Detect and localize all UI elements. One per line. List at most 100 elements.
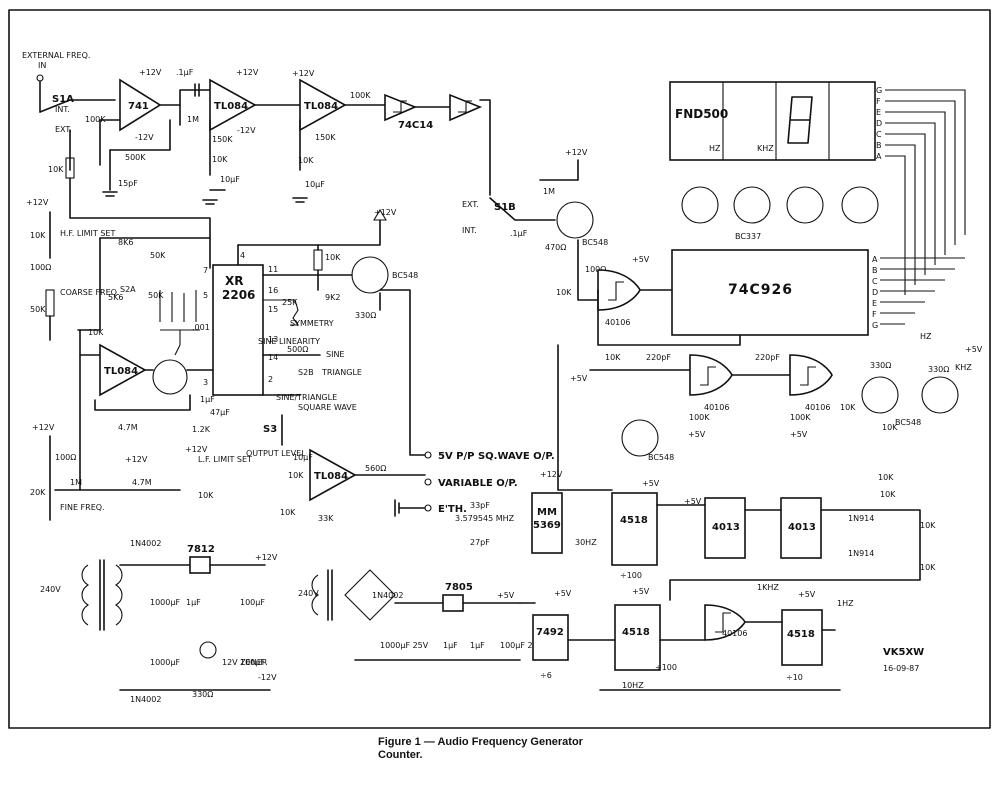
seg-e: E: [876, 108, 881, 117]
v5-74c926-label: +5V: [632, 255, 650, 264]
svg-text:220pF: 220pF: [755, 353, 780, 362]
eth-label: E'TH.: [438, 504, 467, 515]
svg-text:330Ω: 330Ω: [928, 365, 949, 374]
bc548-a-body: [351, 256, 389, 294]
svg-text:150K: 150K: [212, 135, 233, 144]
output-level-label: OUTPUT LEVEL: [246, 449, 306, 458]
c7492-chip: [532, 614, 569, 661]
svg-text:10K: 10K: [882, 423, 898, 432]
sq-out-label: 5V P/P SQ.WAVE O/P.: [438, 451, 555, 462]
fine-freq-label: FINE FREQ.: [60, 503, 105, 512]
svg-text:4: 4: [240, 251, 245, 260]
svg-text:10µF: 10µF: [220, 175, 240, 184]
v240-b-label: 240V: [298, 589, 319, 598]
in-label: IN: [38, 61, 46, 70]
c74c926-label: 74C926: [728, 282, 793, 298]
v5-4518c-label: +5V: [798, 590, 816, 599]
tl084-c-triangle: [309, 448, 357, 502]
svg-text:47µF: 47µF: [210, 408, 230, 417]
vm12-psu-label: -12V: [258, 673, 277, 682]
svg-text:33pF: 33pF: [470, 501, 490, 510]
bc548-d-body: [861, 376, 899, 414]
bc337-label: BC337: [735, 232, 761, 241]
svg-text:1M: 1M: [70, 478, 82, 487]
svg-text:100µF: 100µF: [240, 598, 265, 607]
svg-text:1µF: 1µF: [200, 395, 215, 404]
svg-text:.1µF: .1µF: [176, 68, 194, 77]
v5-psu-label: +5V: [497, 591, 515, 600]
svg-text:4.7M: 4.7M: [132, 478, 152, 487]
v5-4518a-label: +5V: [642, 479, 660, 488]
div6-label: ÷6: [540, 671, 552, 680]
svg-text:7: 7: [203, 266, 208, 275]
gate-40106-c-label: 40106: [805, 403, 830, 412]
crystal-label: 3.579545 MHZ: [455, 514, 515, 523]
svg-text:10K: 10K: [325, 253, 341, 262]
svg-text:+12V: +12V: [374, 208, 397, 217]
ext-input-terminal: [36, 74, 44, 82]
svg-text:10µF: 10µF: [305, 180, 325, 189]
svg-text:10µF: 10µF: [293, 453, 313, 462]
sq-wave-output-terminal: [424, 451, 432, 459]
svg-text:100K: 100K: [85, 115, 106, 124]
khz-led-label: KHZ: [955, 363, 972, 372]
svg-text:10K: 10K: [198, 491, 214, 500]
svg-text:1µF: 1µF: [443, 641, 458, 650]
v5-gate-c-label: +5V: [790, 430, 808, 439]
tl084-d-triangle: [99, 343, 147, 397]
figure-caption: Figure 1 — Audio Frequency Generator Cou…: [378, 736, 583, 762]
symmetry-label: SYMMETRY: [290, 319, 334, 328]
v5-clk-label: +5V: [570, 374, 588, 383]
sine-label: SINE: [326, 350, 344, 359]
v5-4013a-label: +5V: [684, 497, 702, 506]
bc548-c-label: BC548: [648, 453, 674, 462]
svg-text:20K: 20K: [30, 488, 46, 497]
v5-4518b-label: +5V: [632, 587, 650, 596]
svg-text:10K: 10K: [605, 353, 621, 362]
gate-40106-c: [789, 354, 833, 396]
seg-b: B: [876, 141, 882, 150]
svg-text:-12V: -12V: [237, 126, 256, 135]
gate-40106-d-label: 40106: [722, 629, 747, 638]
svg-text:100K: 100K: [350, 91, 371, 100]
variable-output-terminal: [424, 478, 432, 486]
ext-freq-label: EXTERNAL FREQ.: [22, 51, 90, 60]
c4013-a-chip: [704, 497, 746, 559]
svg-text:25K: 25K: [282, 298, 298, 307]
digit-transistor-2: [733, 186, 771, 224]
seven-seg-digit: [787, 96, 813, 144]
xr2206-label-a: XR: [225, 274, 244, 288]
mpf102-body: [152, 359, 188, 395]
fnd500-label: FND500: [675, 107, 728, 121]
seg-a: A: [876, 152, 882, 161]
svg-text:150K: 150K: [315, 133, 336, 142]
svg-text:1M: 1M: [543, 187, 555, 196]
v12-bc548b-label: +12V: [565, 148, 588, 157]
digit-transistor-4: [841, 186, 879, 224]
svg-text:100K: 100K: [689, 413, 710, 422]
op741-triangle: [119, 78, 162, 132]
svg-text:560Ω: 560Ω: [365, 464, 386, 473]
svg-text:-12V: -12V: [135, 133, 154, 142]
reg-7812: [189, 556, 211, 574]
svg-text:2: 2: [268, 375, 273, 384]
digit-transistor-3: [786, 186, 824, 224]
svg-text:8K6: 8K6: [118, 238, 133, 247]
v5-7492-label: +5V: [554, 589, 572, 598]
svg-text:KHZ: KHZ: [757, 144, 774, 153]
svg-text:1.2K: 1.2K: [192, 425, 211, 434]
c4013-b-label: 4013: [788, 522, 816, 533]
bridge-rectifier: [344, 569, 396, 621]
tl084-c-label: TL084: [314, 471, 348, 482]
svg-text:470Ω: 470Ω: [545, 243, 566, 252]
svg-text:100Ω: 100Ω: [30, 263, 51, 272]
svg-text:33K: 33K: [318, 514, 334, 523]
khz1-label: 1KHZ: [757, 583, 779, 592]
svg-text:330Ω: 330Ω: [870, 361, 891, 370]
svg-text:1µF: 1µF: [186, 598, 201, 607]
svg-text:330Ω: 330Ω: [192, 690, 213, 699]
c74c926-chip: [671, 249, 869, 336]
svg-text:10K: 10K: [920, 563, 936, 572]
mm5369-label-a: MM: [537, 507, 557, 518]
svg-text:10K: 10K: [30, 231, 46, 240]
